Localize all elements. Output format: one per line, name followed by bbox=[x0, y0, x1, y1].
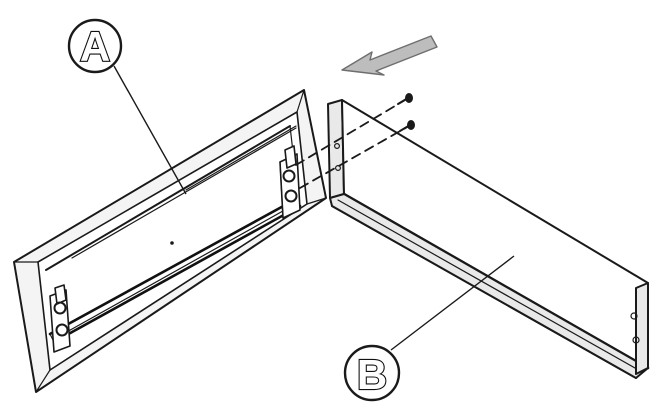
callout-a: A bbox=[67, 18, 187, 195]
callout-b-label: B bbox=[357, 351, 387, 398]
right-bracket bbox=[279, 145, 301, 219]
alignment-line-top bbox=[295, 99, 406, 166]
screw-top bbox=[397, 93, 413, 105]
callout-b-leader bbox=[390, 255, 515, 351]
side-board-b bbox=[327, 99, 650, 379]
screw-bottom bbox=[399, 120, 415, 132]
drawer-front-a bbox=[13, 89, 327, 393]
bottom-rail bbox=[48, 196, 300, 336]
direction-arrow bbox=[341, 35, 438, 76]
alignment-line-bottom bbox=[299, 125, 410, 189]
callout-a-label: A bbox=[80, 23, 110, 70]
callout-b: B bbox=[343, 255, 515, 402]
front-inner-panel bbox=[37, 111, 308, 371]
callout-a-leader bbox=[113, 65, 187, 195]
left-bracket bbox=[49, 284, 71, 353]
arrow-icon bbox=[341, 35, 438, 76]
screws bbox=[295, 93, 415, 189]
